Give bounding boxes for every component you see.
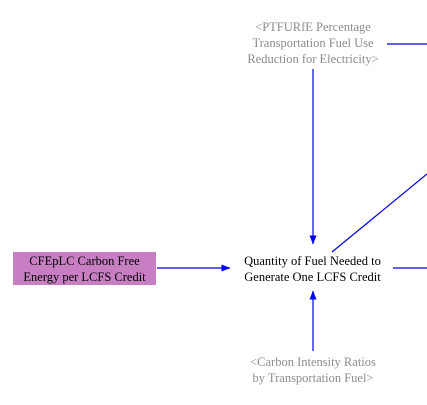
shadow-variable-ptfurfe[interactable]: <PTFURfE Percentage Transportation Fuel …: [247, 20, 379, 66]
variable-quantity-of-fuel-needed[interactable]: Quantity of Fuel Needed to Generate One …: [244, 254, 381, 284]
variable-box-cfeplc[interactable]: CFEpLC Carbon Free Energy per LCFS Credi…: [13, 252, 156, 285]
link-main-to-upper-right: [331, 173, 427, 253]
shadow-variable-carbon-intensity-ratios[interactable]: <Carbon Intensity Ratios by Transportati…: [250, 355, 376, 385]
